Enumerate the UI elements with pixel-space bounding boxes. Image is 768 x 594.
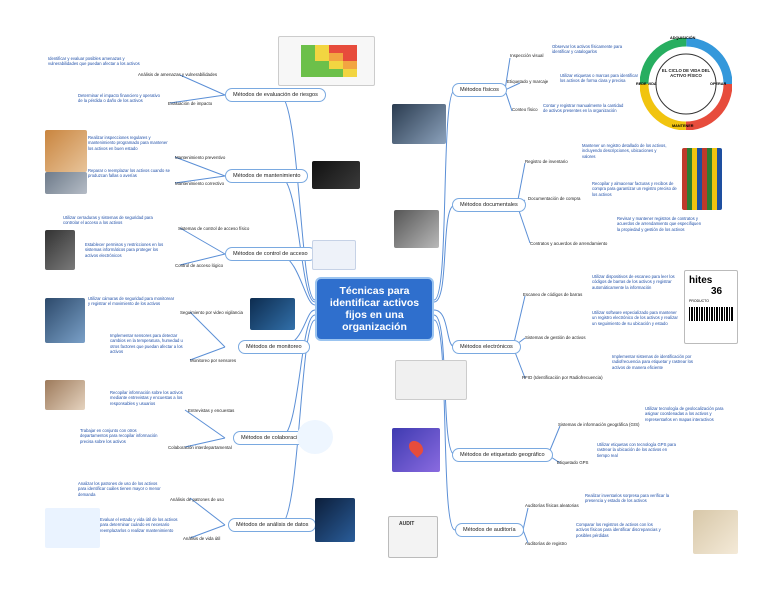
item-desc: Utilizar tecnología de geolocalización p… — [645, 406, 724, 422]
category-audit[interactable]: Métodos de auditoría — [455, 523, 524, 537]
item-desc: Utilizar dispositivos de escaneo para le… — [592, 274, 675, 290]
item-label: Monitoreo por sensores — [190, 358, 237, 363]
category-access-control[interactable]: Métodos de control de acceso — [225, 247, 316, 261]
item-desc: Utilizar etiquetas o marcas para identif… — [560, 73, 638, 84]
item-label: Inspección visual — [510, 53, 544, 58]
access-control-icon — [312, 240, 356, 270]
stage-operate: OPERAR — [710, 82, 727, 86]
item-label: Auditorías físicas aleatorias — [525, 503, 579, 508]
tools-photo — [45, 172, 87, 194]
calculator-photo — [693, 510, 738, 554]
label-product: PRODUCTO — [689, 299, 709, 303]
item-desc: Recopilar información sobre los activos … — [110, 390, 183, 406]
item-desc: Utilizar software especializado para man… — [592, 310, 678, 326]
item-desc: Establecer permisos y restricciones en l… — [85, 242, 164, 258]
item-desc: Revisar y mantener registros de contrato… — [617, 216, 702, 232]
inspection-photo — [392, 104, 446, 144]
item-label: Contratos y acuerdos de arrendamiento — [530, 241, 608, 246]
meeting-photo — [45, 380, 85, 410]
item-desc: Contar y registrar manualmente la cantid… — [543, 103, 624, 114]
item-desc: Realizar inventarios sorpresa para verif… — [585, 493, 670, 504]
stage-acquisition: ADQUISICIÓN — [670, 36, 696, 40]
category-risk-evaluation[interactable]: Métodos de evaluación de riesgos — [225, 88, 326, 102]
stage-maintain: MANTENER — [672, 124, 694, 128]
team-illustration — [45, 508, 100, 548]
item-desc: Analizar los patrones de uso de los acti… — [78, 481, 161, 497]
asset-software-screen — [395, 360, 467, 400]
item-desc: Trabajar en conjunto con otros departame… — [80, 428, 158, 444]
item-label: Escaneo de códigos de barras — [523, 292, 583, 297]
item-desc: Mantener un registro detallado de los ac… — [582, 143, 667, 159]
item-desc: Utilizar cerraduras y sistemas de seguri… — [63, 215, 153, 226]
item-label: RFID (Identificación por Radiofrecuencia… — [522, 375, 603, 380]
item-desc: Observar los activos físicamente para id… — [552, 44, 623, 55]
item-label: Mantenimiento correctivo — [175, 181, 225, 186]
monitoring-operator-photo — [45, 298, 85, 343]
category-collaboration[interactable]: Métodos de colaboración — [233, 431, 312, 445]
factory-photo — [312, 161, 360, 189]
item-label: Análisis de patrones de uso — [170, 497, 224, 502]
risk-matrix-image — [278, 36, 375, 86]
item-label: Etiquetado GPS — [557, 460, 589, 465]
item-label: Auditorías de registro — [525, 541, 567, 546]
category-data-analysis[interactable]: Métodos de análisis de datos — [228, 518, 317, 532]
item-desc: Implementar sistemas de identificación p… — [612, 354, 693, 370]
item-desc: Realizar inspecciones regulares y manten… — [88, 135, 168, 151]
item-desc: Utilizar etiquetas con tecnología GPS pa… — [597, 442, 676, 458]
item-desc: Identificar y evaluar posibles amenazas … — [48, 56, 140, 67]
category-geotagging[interactable]: Métodos de etiquetado geográfico — [452, 448, 553, 462]
stage-end-of-life: REDE VIDA — [636, 82, 657, 86]
category-electronic[interactable]: Métodos electrónicos — [452, 340, 521, 354]
central-topic[interactable]: Técnicas para identificar activos fijos … — [315, 277, 434, 341]
item-label: Sistemas de gestión de activos — [525, 335, 586, 340]
item-label: Etiquetado y marcaje — [507, 79, 549, 84]
lifecycle-title: EL CICLO DE VIDA DEL ACTIVO FÍSICO — [661, 68, 711, 78]
item-desc: Recopilar y almacenar facturas y recibos… — [592, 181, 677, 197]
category-physical[interactable]: Métodos físicos — [452, 83, 507, 97]
item-label: Control de acceso lógico — [175, 263, 224, 268]
binders-photo — [682, 148, 722, 210]
item-label: Mantenimiento preventivo — [175, 155, 226, 160]
item-label: Evaluación de impacto — [168, 101, 213, 106]
maintenance-photo — [45, 130, 87, 172]
asset-lifecycle-diagram: EL CICLO DE VIDA DEL ACTIVO FÍSICO ADQUI… — [636, 36, 733, 131]
item-label: Registro de inventario — [525, 159, 568, 164]
category-monitoring[interactable]: Métodos de monitoreo — [238, 340, 310, 354]
data-analysis-photo — [315, 498, 355, 542]
audit-image: AUDIT — [388, 516, 438, 558]
item-label: Entrevistas y encuestas — [188, 408, 235, 413]
collaboration-illustration — [297, 420, 333, 454]
map-pin-image — [392, 428, 440, 472]
category-documentary[interactable]: Métodos documentales — [452, 198, 526, 212]
item-desc: Evaluar el estado y vida útil de los act… — [100, 517, 178, 533]
audit-label: AUDIT — [399, 521, 415, 527]
label-number: 36 — [711, 286, 723, 297]
item-desc: Reparar o reemplazar los activos cuando … — [88, 168, 170, 179]
item-label: Sistemas de control de acceso físico — [178, 226, 250, 231]
server-rack-photo — [45, 230, 75, 270]
item-desc: Utilizar cámaras de seguridad para monit… — [88, 296, 175, 307]
file-cabinet-photo — [394, 210, 439, 248]
category-maintenance[interactable]: Métodos de mantenimiento — [225, 169, 309, 183]
barcode-label-card: hites 36 PRODUCTO — [684, 270, 738, 344]
item-desc: Comparar los registros de activos con lo… — [576, 522, 661, 538]
item-desc: Implementar sensores para detectar cambi… — [110, 333, 183, 354]
barcode-icon — [689, 307, 733, 321]
item-desc: Determinar el impacto financiero y opera… — [78, 93, 160, 104]
item-label: Seguimiento por video vigilancia — [180, 310, 243, 315]
item-label: Documentación de compra — [528, 196, 581, 201]
item-label: Análisis de vida útil — [183, 536, 221, 541]
item-label: Sistemas de información geográfica (GIS) — [558, 422, 640, 427]
server-screens-photo — [250, 298, 295, 330]
item-label: Análisis de amenazas y vulnerabilidades — [138, 72, 218, 77]
item-label: Conteo físico — [512, 107, 538, 112]
label-brand: hites — [689, 275, 713, 286]
item-label: Colaboración interdepartamental — [168, 445, 232, 450]
